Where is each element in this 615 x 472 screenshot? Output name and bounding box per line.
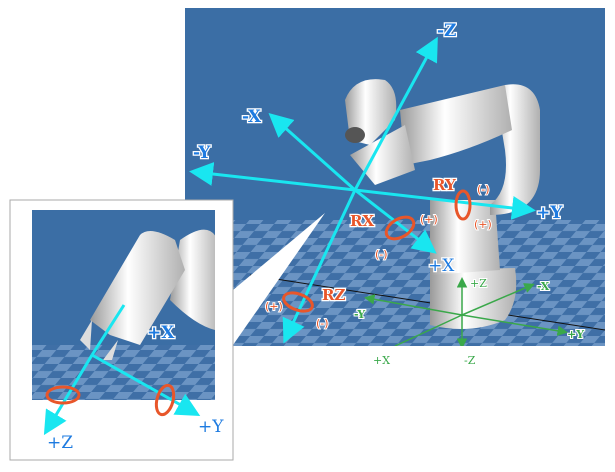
label-rx: RX bbox=[350, 212, 374, 230]
inset-label-pos-x: +X bbox=[147, 323, 175, 343]
inset-y-rotation-icon bbox=[154, 383, 176, 417]
rz-rotation-icon bbox=[282, 291, 314, 313]
main-view bbox=[185, 8, 605, 346]
label-neg-x: -X bbox=[242, 107, 262, 127]
inset-gripper bbox=[90, 231, 185, 345]
label-rx-plus: (+) bbox=[420, 213, 438, 226]
inset-arm bbox=[170, 229, 215, 330]
inset-z-rotation-icon bbox=[45, 385, 81, 405]
rotation-arrows bbox=[282, 189, 472, 313]
label-neg-z: -Z bbox=[437, 21, 456, 41]
base-frame-axes bbox=[364, 277, 568, 346]
label-rz-minus: (-) bbox=[316, 317, 329, 330]
base-label-pos-z: +Z bbox=[470, 277, 487, 290]
base-label-pos-y: +Y bbox=[567, 328, 584, 341]
tool-frame-axes bbox=[189, 36, 536, 344]
floor-edge bbox=[249, 274, 605, 331]
label-ry-minus: (-) bbox=[477, 183, 490, 196]
base-label-neg-z: -Z bbox=[464, 354, 476, 367]
callout-wedge bbox=[233, 213, 325, 345]
label-neg-y: -Y bbox=[193, 143, 211, 163]
label-pos-x: +X bbox=[428, 256, 455, 276]
label-rx-minus: (-) bbox=[375, 248, 388, 261]
base-label-neg-x: -X bbox=[537, 280, 550, 293]
base-label-neg-y: -Y bbox=[354, 308, 365, 321]
ry-rotation-icon bbox=[454, 189, 472, 221]
inset-label-pos-z: +Z bbox=[47, 433, 73, 453]
inset-zoom-view: +X +Z +Y bbox=[9, 199, 234, 461]
label-rz: RZ bbox=[322, 286, 345, 304]
label-ry-plus: (+) bbox=[474, 218, 492, 231]
label-ry: RY bbox=[433, 176, 456, 194]
inset-label-pos-y: +Y bbox=[198, 417, 224, 437]
base-label-pos-x: +X bbox=[373, 354, 390, 367]
label-rz-plus: (+) bbox=[265, 300, 283, 313]
rx-rotation-icon bbox=[384, 215, 416, 241]
label-pos-y: +Y bbox=[536, 203, 563, 223]
